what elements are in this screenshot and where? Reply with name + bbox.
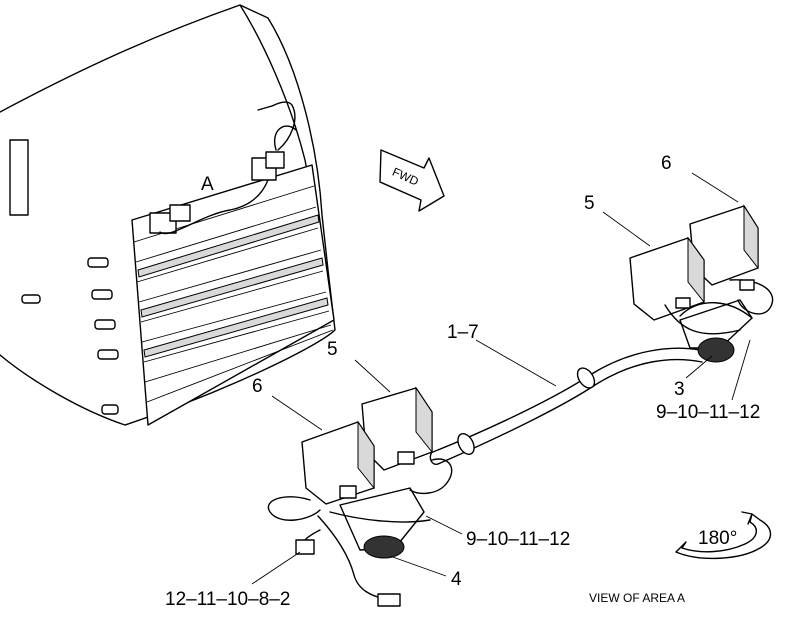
label-left-5: 5 [327, 339, 338, 360]
left-lamp-assembly [267, 386, 453, 607]
view-caption: VIEW OF AREA A [589, 591, 685, 605]
leader-cable [475, 339, 557, 387]
leader-left-hardware [425, 515, 463, 535]
label-right-5: 5 [584, 193, 595, 214]
machine-grille-panel [0, 4, 336, 426]
cable-assembly [432, 347, 703, 465]
label-bottom-hardware: 12–11–10–8–2 [165, 589, 290, 610]
label-left-hardware: 9–10–11–12 [466, 529, 570, 550]
fwd-arrow-icon: FWD [379, 149, 445, 212]
label-left-4: 4 [451, 569, 462, 590]
leader-left-4 [389, 555, 447, 577]
leader-right-3 [685, 355, 713, 379]
leader-right-5 [602, 211, 651, 247]
label-cable: 1–7 [447, 322, 479, 343]
right-lamp-assembly [629, 204, 774, 363]
leader-left-5 [354, 359, 391, 393]
label-right-6: 6 [661, 153, 672, 174]
leader-right-6 [691, 172, 739, 203]
rotation-label: 180° [698, 528, 737, 549]
leader-bottom-hardware [251, 551, 301, 585]
rotation-arrow-icon [675, 511, 772, 560]
label-right-3: 3 [674, 379, 685, 400]
leader-left-6 [271, 395, 323, 431]
label-right-hardware: 9–10–11–12 [656, 402, 760, 423]
label-left-6: 6 [252, 376, 263, 397]
area-a-label: A [201, 174, 214, 195]
leader-right-hardware [731, 339, 751, 401]
